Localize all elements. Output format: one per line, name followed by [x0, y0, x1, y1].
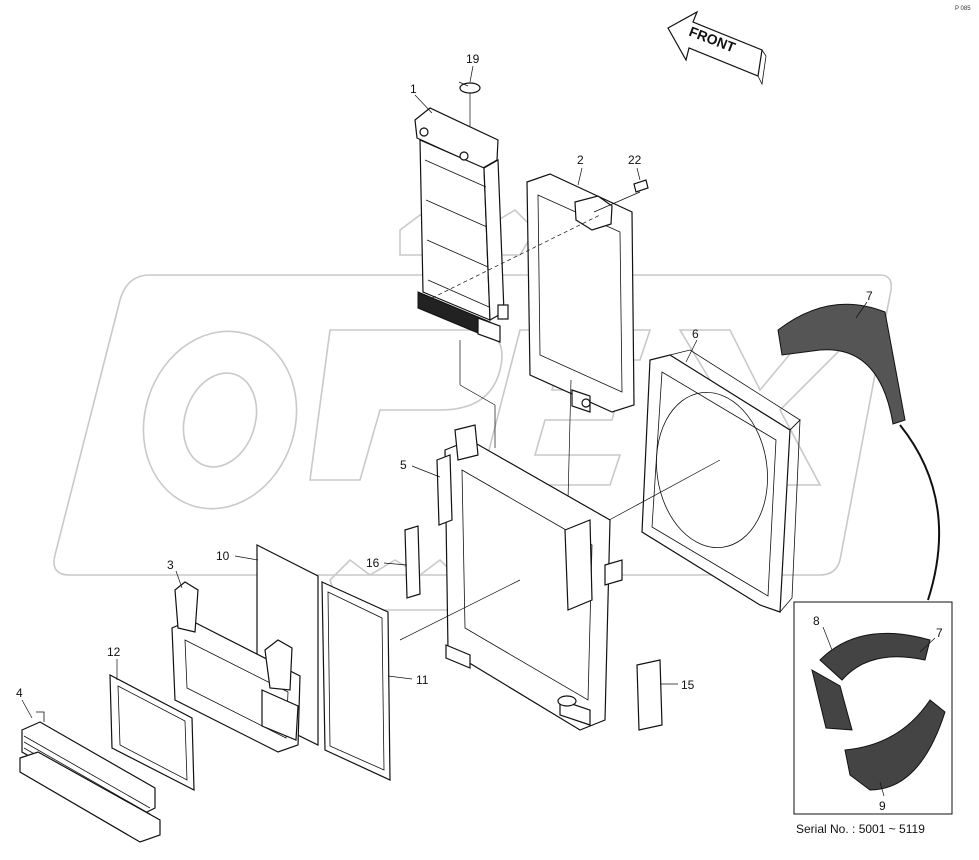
radiator: [414, 107, 509, 343]
radiator-cap: [458, 81, 481, 130]
callout-3: 3: [167, 558, 174, 572]
front-arrow-icon: FRONT: [667, 10, 767, 86]
callout-1: 1: [410, 82, 417, 96]
radiator-frame: [526, 173, 641, 501]
callout-8: 8: [813, 614, 820, 628]
fan-shroud: [599, 349, 801, 613]
oil-cooler: [19, 711, 161, 843]
callout-4: 4: [16, 686, 23, 700]
callout-10: 10: [216, 549, 230, 563]
fan-guard: [777, 303, 941, 601]
callout-22: 22: [628, 153, 642, 167]
bracket-left: [404, 525, 421, 599]
corner-mark: P 085: [955, 6, 971, 12]
callout-2: 2: [577, 153, 584, 167]
callout-12: 12: [107, 645, 121, 659]
callout-6: 6: [692, 327, 699, 341]
callout-labels: 1 2 3 4 5 6 7 7 8 9 10 11 12 15 16 19 22: [16, 52, 943, 813]
detail-inset: Serial No. : 5001 ~ 5119: [793, 601, 953, 836]
bracket-right: [636, 659, 663, 731]
callout-15: 15: [681, 678, 695, 692]
serial-number-label: Serial No. : 5001 ~ 5119: [796, 822, 925, 836]
callout-19: 19: [466, 52, 480, 66]
seal-sheet-11: [321, 581, 391, 781]
callout-16: 16: [366, 556, 380, 570]
callout-11: 11: [416, 673, 429, 687]
gasket-frame: [109, 673, 195, 791]
callout-7-detail: 7: [936, 626, 943, 640]
temperature-sensor: [633, 179, 649, 193]
intercooler: [171, 581, 301, 753]
fan-guard-upper-detail: [811, 632, 931, 731]
support-frame: [399, 340, 623, 731]
callout-5: 5: [400, 458, 407, 472]
callout-9: 9: [879, 799, 886, 813]
watermark-logo: [53, 203, 893, 611]
fan-guard-lower-detail: [844, 699, 946, 791]
callout-7-main: 7: [866, 289, 873, 303]
leader-lines: [21, 65, 936, 797]
